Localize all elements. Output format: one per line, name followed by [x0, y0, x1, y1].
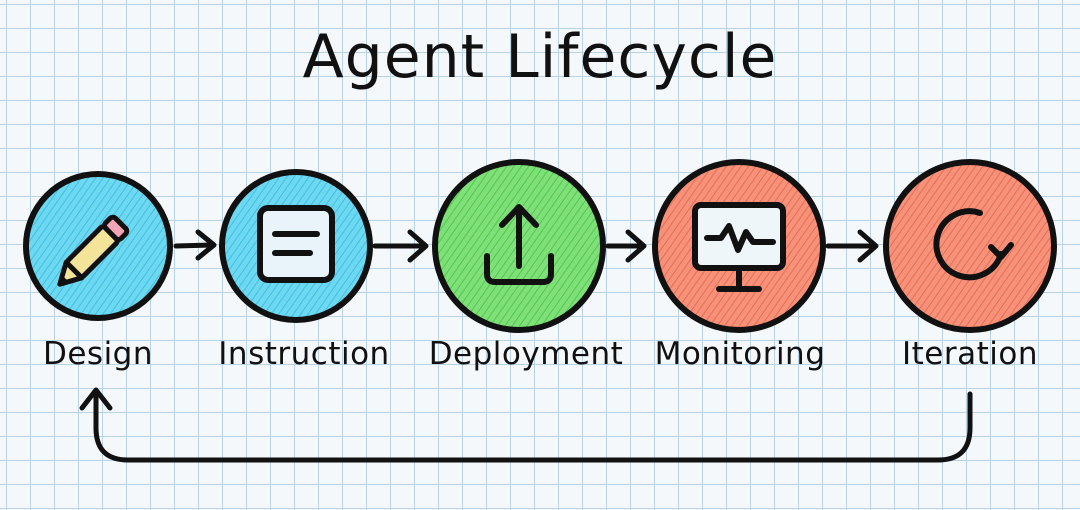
refresh-icon — [933, 208, 1014, 281]
arrow-design-to-instruction — [173, 229, 217, 261]
step-label-instruction: Instruction — [218, 336, 390, 372]
upload-icon — [484, 204, 554, 285]
step-circle-iteration — [883, 159, 1057, 333]
monitor-icon — [692, 202, 786, 292]
arrow-monitoring-to-iteration — [825, 229, 879, 263]
step-label-monitoring: Monitoring — [654, 336, 826, 372]
arrow-deployment-to-monitoring — [605, 229, 647, 263]
diagram-title: Agent Lifecycle — [302, 22, 778, 92]
step-label-iteration: Iteration — [902, 336, 1038, 372]
step-label-design: Design — [42, 336, 154, 372]
pencil-icon — [57, 214, 130, 287]
step-label-deployment: Deployment — [428, 336, 624, 372]
document-icon — [257, 205, 335, 283]
arrow-instruction-to-deployment — [372, 229, 429, 263]
loop-back-arrow — [79, 387, 973, 463]
